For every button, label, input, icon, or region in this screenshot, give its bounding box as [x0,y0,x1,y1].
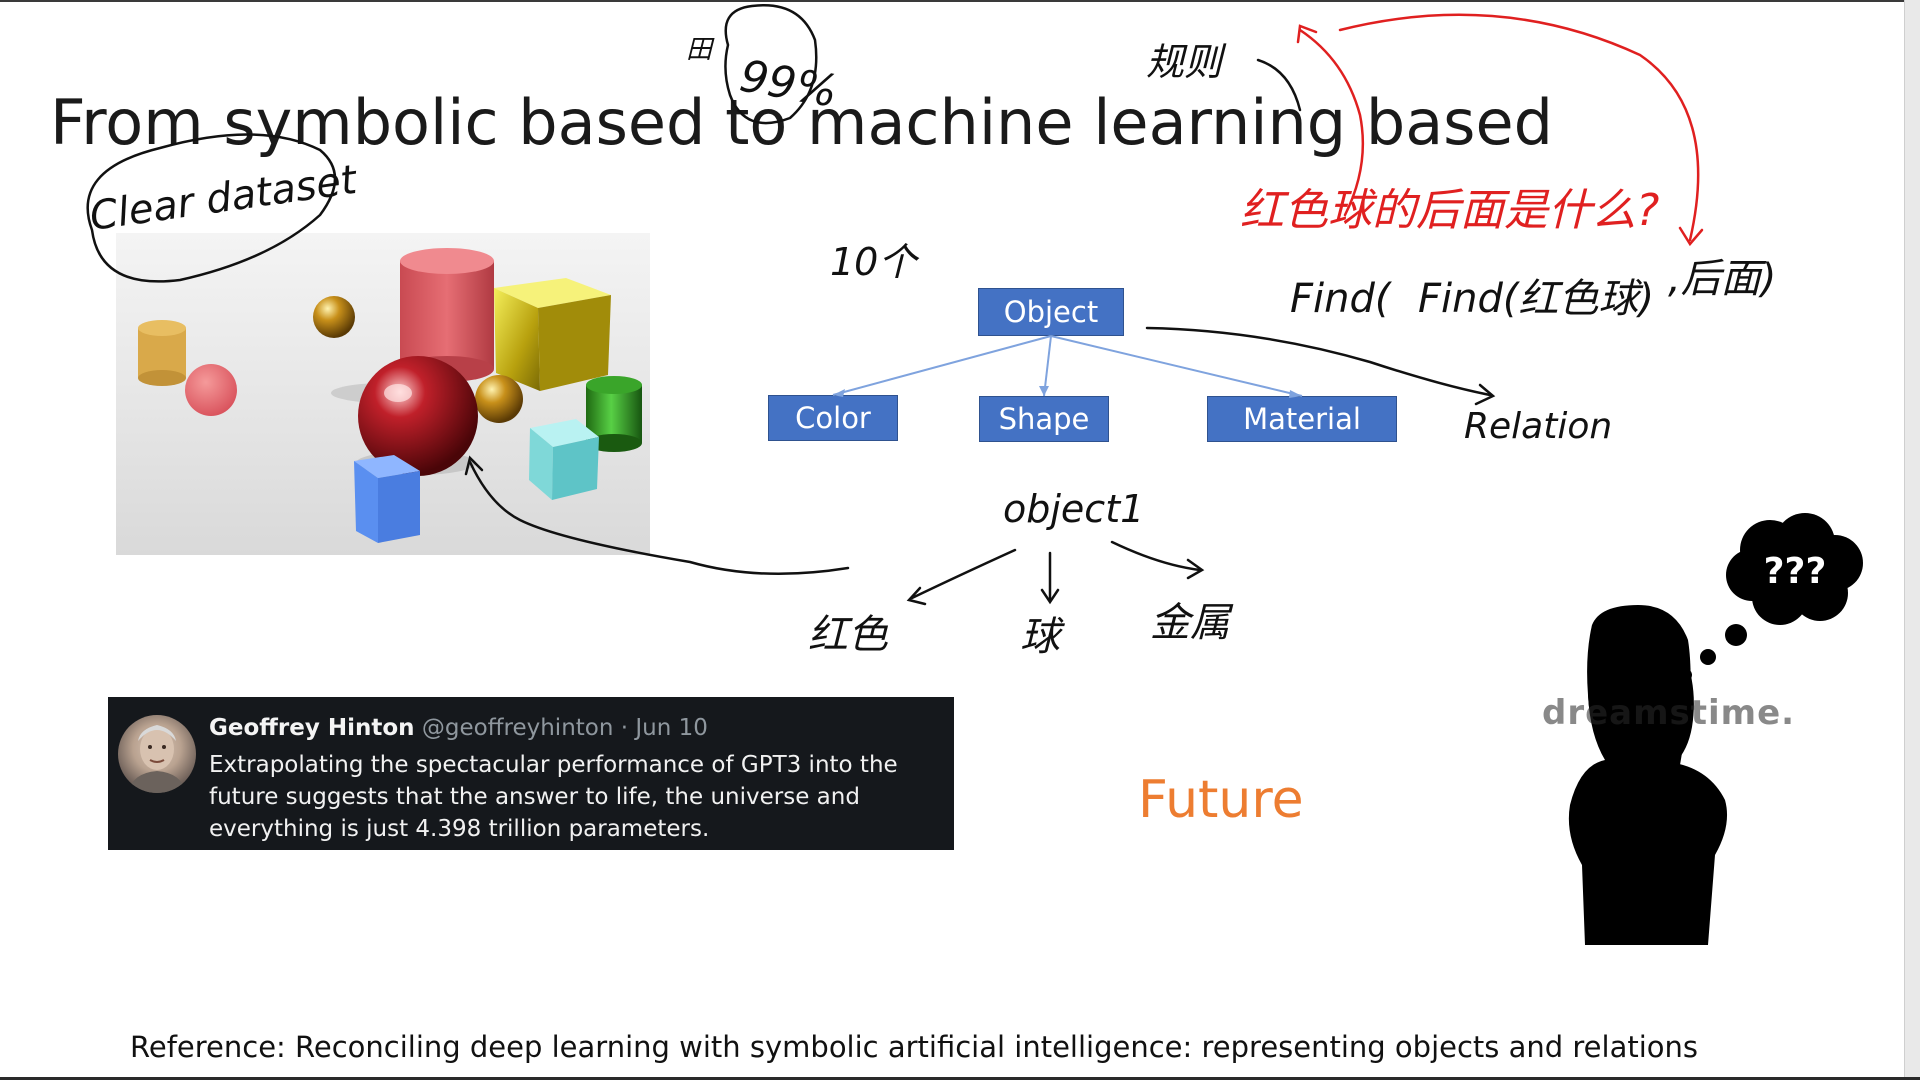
ink-attr-material: 金属 [1150,600,1234,646]
ink-relation: Relation [1464,406,1612,447]
ink-attr-color: 红色 [808,612,889,658]
ink-count: 10个 [830,240,920,284]
ink-question: 红色球的后面是什么? [1240,185,1659,236]
ink-arrow-to-sphere [470,462,848,574]
ink-find-inner: Find(红色球) [1418,276,1654,322]
ink-clear-dataset: Clear dataset [87,157,361,240]
ink-find-prefix: Find( [1290,276,1393,322]
ink-find-suffix: ,后面) [1668,256,1776,302]
ink-rules: 规则 [1146,40,1227,84]
ink-arrow-relation [1147,328,1490,395]
ink-object1: object1 [1003,487,1144,531]
tree-connectors [833,336,1302,396]
ink-attr-shape: 球 [1020,614,1065,660]
ink-mark: 田 [686,35,715,65]
ink-percent: 99% [736,51,841,118]
